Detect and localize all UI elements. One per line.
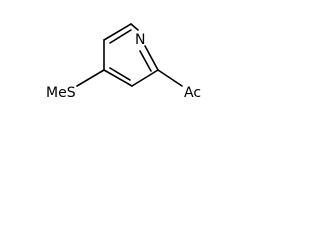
bond-c5-c6 [103, 23, 132, 41]
bond-c3-c4 [103, 69, 133, 87]
bond-c2-ac [157, 69, 183, 87]
bond-n1-c2-inner [139, 50, 152, 72]
structure-diagram: N MeS Ac [46, 23, 201, 101]
bond-c3-c4-inner [109, 67, 131, 81]
nitrogen-label: N [135, 32, 145, 48]
bond-c5-c6-inner [109, 29, 132, 44]
bond-c4-s [76, 69, 105, 87]
bond-c2-c3 [131, 69, 159, 87]
bond-c6-n1 [130, 23, 139, 31]
acetyl-label: Ac [184, 85, 201, 101]
methylthio-label: MeS [46, 85, 76, 101]
bond-n1-c2 [144, 45, 159, 71]
